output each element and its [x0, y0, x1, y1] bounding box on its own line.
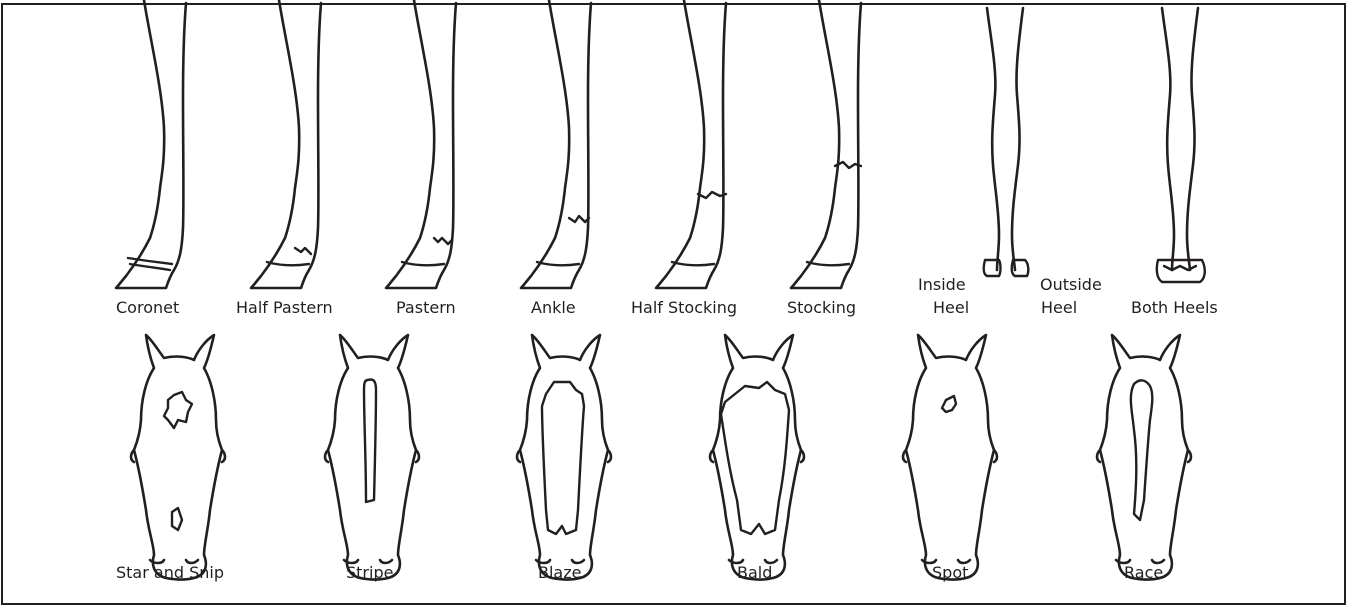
- label-stocking: Stocking: [787, 298, 856, 317]
- label-outside-heel: Heel: [1041, 298, 1077, 317]
- label-blaze: Blaze: [538, 563, 581, 582]
- label-half-stocking: Half Stocking: [631, 298, 737, 317]
- leg-ankle: [521, 0, 591, 288]
- label-stripe: Stripe: [346, 563, 393, 582]
- head-spot: [903, 335, 997, 580]
- leg-half-pastern: [251, 0, 321, 288]
- label-spot: Spot: [932, 563, 968, 582]
- label-coronet: Coronet: [116, 298, 179, 317]
- leg-stocking: [791, 0, 861, 288]
- leg-both-heels: [1157, 8, 1205, 282]
- label-inside-heel: Heel: [933, 298, 969, 317]
- leg-half-stocking: [656, 0, 726, 288]
- head-race: [1097, 335, 1191, 580]
- leg-pastern: [386, 0, 456, 288]
- head-bald: [710, 335, 804, 580]
- head-stripe: [325, 335, 419, 580]
- leg-coronet: [116, 0, 186, 288]
- label-half-pastern: Half Pastern: [236, 298, 333, 317]
- label-bald: Bald: [737, 563, 772, 582]
- label-pastern: Pastern: [396, 298, 456, 317]
- label-race: Race: [1124, 563, 1163, 582]
- label-outside: Outside: [1040, 275, 1102, 294]
- head-blaze: [517, 335, 611, 580]
- label-ankle: Ankle: [531, 298, 576, 317]
- leg-heels-pair: [984, 8, 1029, 276]
- label-both-heels: Both Heels: [1131, 298, 1218, 317]
- label-star-and-snip: Star and Snip: [116, 563, 224, 582]
- label-inside: Inside: [918, 275, 966, 294]
- head-star-and-snip: [131, 335, 225, 580]
